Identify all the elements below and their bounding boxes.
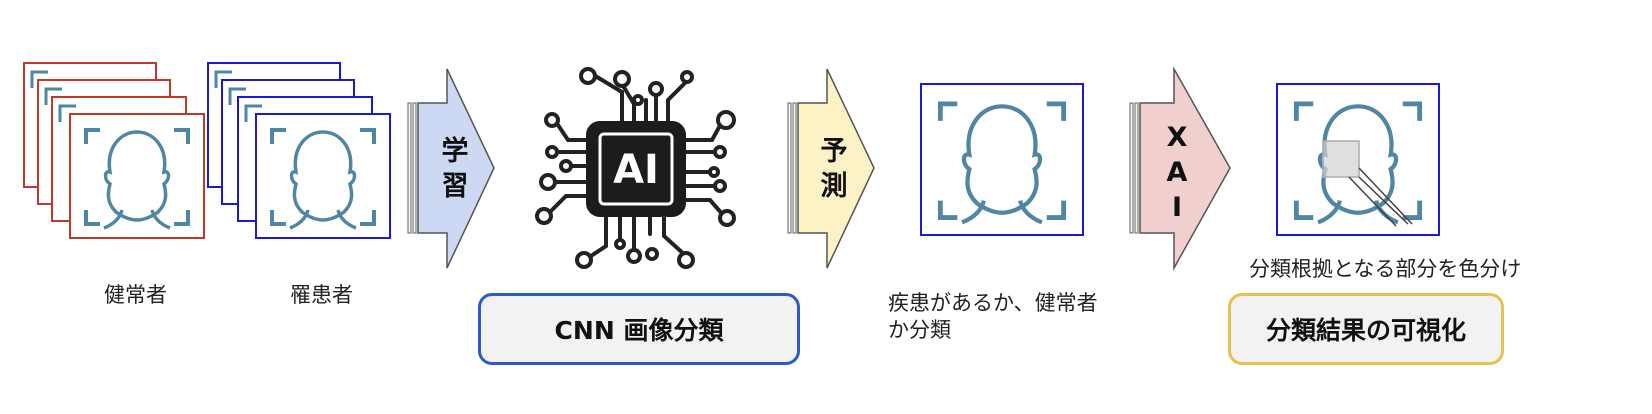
- patient-label: 罹患者: [290, 283, 353, 307]
- xai-char-3: I: [1171, 192, 1183, 223]
- healthy-image-stack: [23, 62, 205, 239]
- chip-label: AI: [613, 147, 659, 193]
- prediction-image: [920, 83, 1084, 236]
- prediction-char-2: 測: [820, 171, 848, 202]
- patient-front-card: [255, 113, 391, 239]
- prediction-arrow-label: 予 測: [815, 134, 853, 204]
- cnn-classification-box: CNN 画像分類: [478, 293, 800, 365]
- xai-arrow-label: X A I: [1158, 120, 1196, 225]
- xai-arrow: [1129, 66, 1231, 271]
- xai-char-2: A: [1166, 157, 1188, 188]
- highlight-caption: 分類根拠となる部分を色分け: [1249, 257, 1522, 281]
- chip-inner: [598, 132, 674, 206]
- explanation-image: [1276, 83, 1440, 236]
- learning-arrow-label: 学 習: [436, 134, 474, 204]
- xai-char-1: X: [1166, 122, 1188, 153]
- prediction-arrow: [787, 68, 875, 269]
- learning-char-2: 習: [441, 171, 469, 202]
- learning-arrow: [407, 68, 495, 269]
- ai-chip-icon: AI: [535, 67, 736, 269]
- prediction-result-text-line2: か分類: [888, 318, 951, 342]
- prediction-result-text: 疾患があるか、健常者: [888, 291, 1098, 315]
- visualization-box: 分類結果の可視化: [1228, 293, 1504, 365]
- prediction-char-1: 予: [820, 136, 848, 167]
- healthy-label: 健常者: [104, 283, 167, 307]
- healthy-front-card: [69, 113, 205, 239]
- highlight-region: [1322, 140, 1360, 178]
- learning-char-1: 学: [441, 136, 469, 167]
- patient-image-stack: [207, 62, 391, 239]
